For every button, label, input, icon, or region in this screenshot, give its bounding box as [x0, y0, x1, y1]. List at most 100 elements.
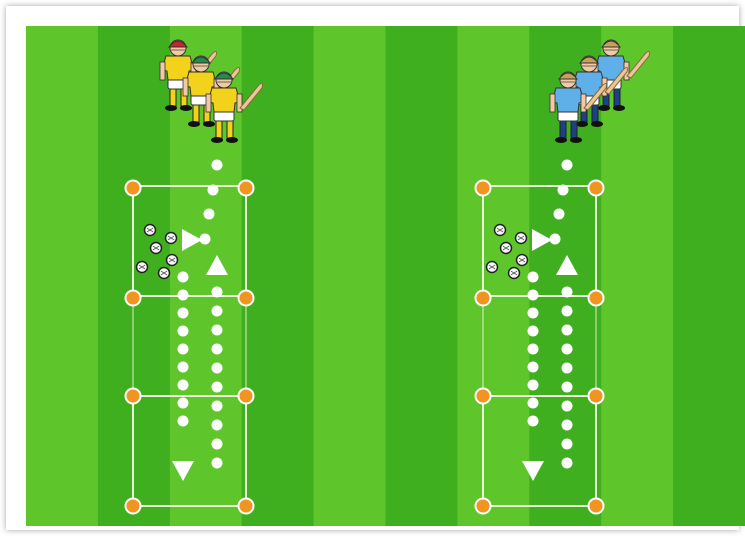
cone: [476, 389, 491, 404]
path-marker: [178, 272, 189, 283]
pitch-stripe: [26, 26, 98, 526]
player-boot: [591, 121, 603, 127]
pitch-stripe: [601, 26, 673, 526]
player-arm: [550, 94, 555, 112]
ball-body: [517, 255, 528, 266]
cone: [239, 499, 254, 514]
path-marker: [528, 398, 539, 409]
cone: [476, 499, 491, 514]
cone: [476, 291, 491, 306]
path-marker: [178, 398, 189, 409]
path-marker: [554, 209, 565, 220]
ball-body: [137, 262, 148, 273]
path-marker: [178, 326, 189, 337]
cone: [589, 181, 604, 196]
pitch-stripe: [386, 26, 458, 526]
path-marker: [562, 160, 573, 171]
sliotar-ball: [166, 233, 177, 244]
cone: [589, 389, 604, 404]
sliotar-ball: [137, 262, 148, 273]
player-boot: [555, 137, 567, 143]
path-marker: [200, 234, 211, 245]
pitch-stripe: [673, 26, 745, 526]
player-boot: [165, 105, 177, 111]
path-marker: [178, 380, 189, 391]
sliotar-ball: [516, 233, 527, 244]
ball-body: [145, 225, 156, 236]
path-marker: [562, 363, 573, 374]
ball-body: [509, 268, 520, 279]
path-marker: [528, 380, 539, 391]
cone: [589, 291, 604, 306]
sliotar-ball: [151, 243, 162, 254]
path-marker: [178, 308, 189, 319]
path-marker: [212, 363, 223, 374]
cone: [589, 499, 604, 514]
path-marker: [562, 306, 573, 317]
path-marker: [562, 458, 573, 469]
path-marker: [212, 382, 223, 393]
player-arm: [206, 94, 211, 112]
path-marker: [208, 185, 219, 196]
path-marker: [550, 234, 561, 245]
pitch-stripe: [314, 26, 386, 526]
path-marker: [212, 420, 223, 431]
path-marker: [562, 382, 573, 393]
path-marker: [562, 287, 573, 298]
player-boot: [226, 137, 238, 143]
path-marker: [562, 325, 573, 336]
player-boot: [211, 137, 223, 143]
pitch-stripe: [242, 26, 314, 526]
cone: [239, 389, 254, 404]
path-marker: [558, 185, 569, 196]
ball-body: [487, 262, 498, 273]
path-marker: [528, 344, 539, 355]
player-boot: [188, 121, 200, 127]
ball-body: [516, 233, 527, 244]
ball-body: [166, 233, 177, 244]
ball-body: [495, 225, 506, 236]
path-marker: [212, 287, 223, 298]
player-arm: [160, 62, 165, 80]
path-marker: [562, 439, 573, 450]
sliotar-ball: [487, 262, 498, 273]
path-marker: [528, 290, 539, 301]
path-marker: [212, 439, 223, 450]
player-arm: [581, 94, 586, 112]
path-marker: [212, 401, 223, 412]
sliotar-ball: [159, 268, 170, 279]
path-marker: [212, 325, 223, 336]
sliotar-ball: [501, 243, 512, 254]
path-marker: [562, 420, 573, 431]
cone: [126, 181, 141, 196]
sliotar-ball: [495, 225, 506, 236]
diagram-frame: [6, 6, 739, 530]
sliotar-ball: [517, 255, 528, 266]
cone: [126, 291, 141, 306]
path-marker: [178, 344, 189, 355]
ball-body: [151, 243, 162, 254]
path-marker: [212, 458, 223, 469]
path-marker: [212, 306, 223, 317]
ball-body: [159, 268, 170, 279]
cone: [476, 181, 491, 196]
player-boot: [613, 105, 625, 111]
pitch: [26, 26, 745, 526]
path-marker: [212, 344, 223, 355]
sliotar-ball: [145, 225, 156, 236]
path-marker: [178, 416, 189, 427]
path-marker: [178, 362, 189, 373]
player-boot: [576, 121, 588, 127]
player-arm: [237, 94, 242, 112]
player-boot: [203, 121, 215, 127]
sliotar-ball: [167, 255, 178, 266]
path-marker: [528, 308, 539, 319]
path-marker: [528, 416, 539, 427]
cone: [239, 291, 254, 306]
player-arm: [183, 78, 188, 96]
path-marker: [528, 272, 539, 283]
path-marker: [528, 362, 539, 373]
path-marker: [562, 401, 573, 412]
ball-body: [501, 243, 512, 254]
cone: [239, 181, 254, 196]
